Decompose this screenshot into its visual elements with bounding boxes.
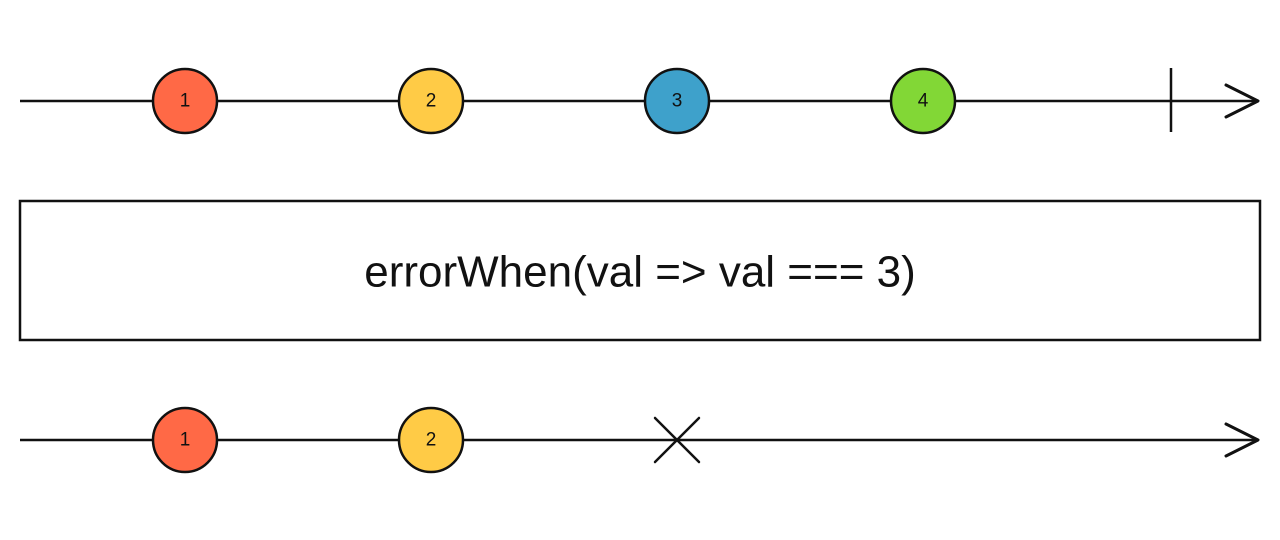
output-error-icon — [653, 416, 701, 464]
input-marble-3: 3 — [643, 67, 711, 135]
operator: errorWhen(val => val === 3) — [18, 199, 1262, 342]
input-marble-1: 1 — [151, 67, 219, 135]
output-marble-2-circle — [397, 406, 465, 474]
output-timeline-arrow-icon — [1224, 422, 1260, 458]
output-stream: 1 2 — [20, 406, 1260, 474]
input-timeline-arrow-icon — [1224, 83, 1260, 119]
output-marble-1: 1 — [151, 406, 219, 474]
input-marble-1-label: 1 — [180, 91, 191, 112]
input-marble-4-circle — [889, 67, 957, 135]
operator-box — [18, 199, 1262, 342]
input-marble-2: 2 — [397, 67, 465, 135]
output-marble-2-label: 2 — [426, 430, 437, 451]
output-marble-2: 2 — [397, 406, 465, 474]
operator-label: errorWhen(val => val === 3) — [364, 248, 915, 297]
input-marble-3-label: 3 — [672, 91, 683, 112]
input-marble-3-circle — [643, 67, 711, 135]
input-marble-4-label: 4 — [918, 91, 929, 112]
input-stream: 1 2 3 4 — [20, 67, 1260, 135]
input-marble-4: 4 — [889, 67, 957, 135]
output-marble-1-circle — [151, 406, 219, 474]
input-marble-2-label: 2 — [426, 91, 437, 112]
input-marble-2-circle — [397, 67, 465, 135]
input-marble-1-circle — [151, 67, 219, 135]
output-marble-1-label: 1 — [180, 430, 191, 451]
output-error-stroke-b — [653, 416, 701, 464]
